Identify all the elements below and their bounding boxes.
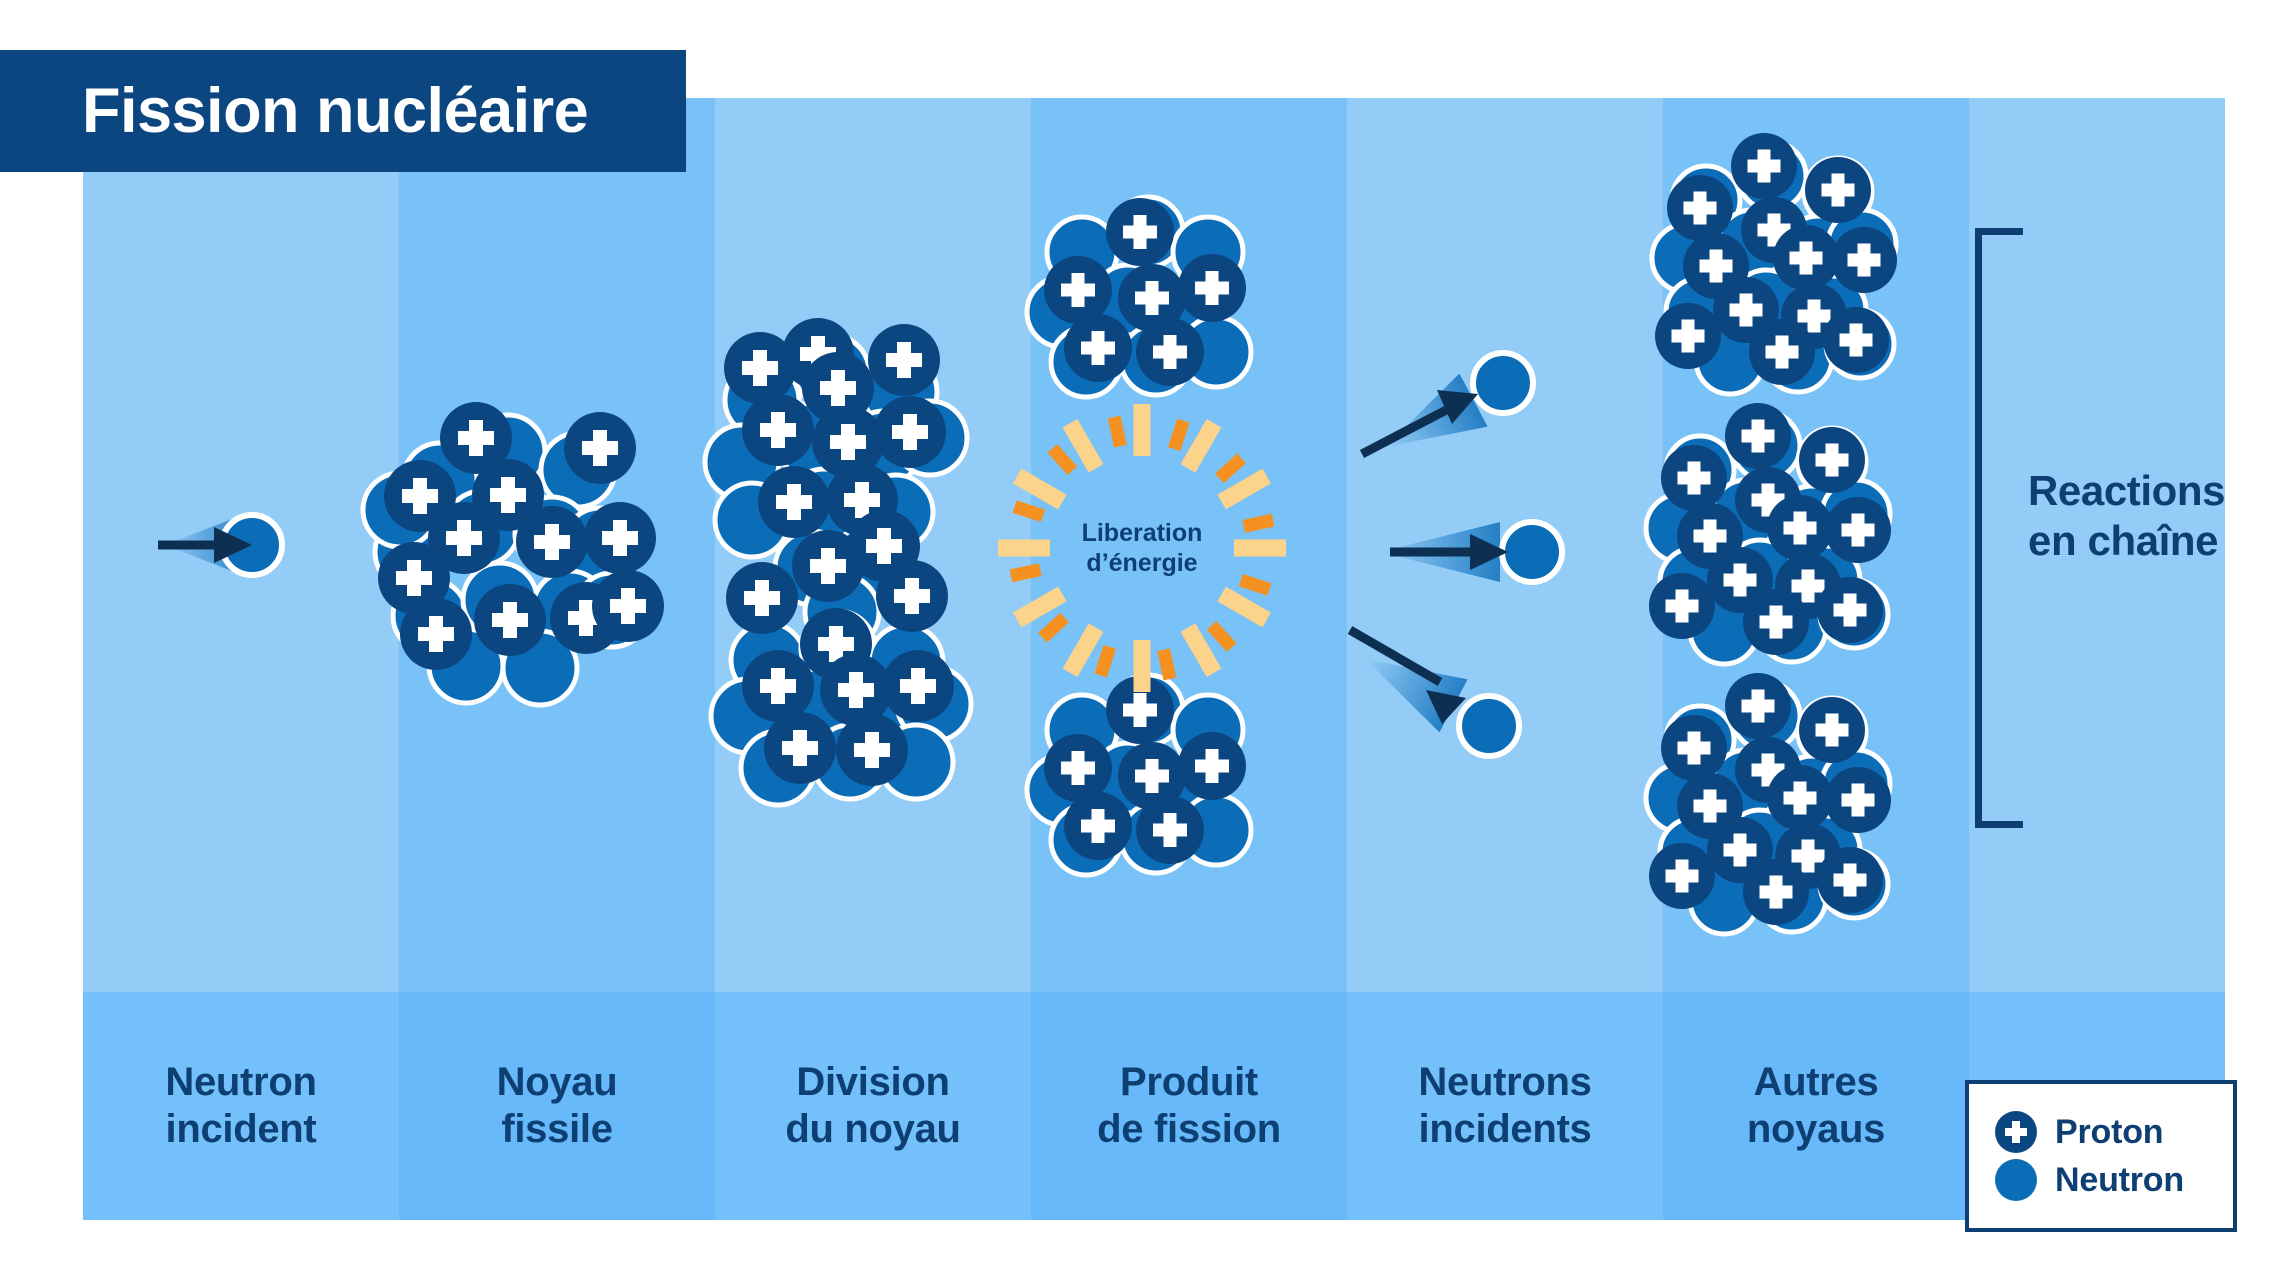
stage-label-text: Neutron incident <box>165 1059 317 1151</box>
legend-label: Neutron <box>2055 1160 2184 1199</box>
stage-label-produit-fission: Produit de fission <box>1031 992 1347 1220</box>
stage-label-division-noyau: Division du noyau <box>715 992 1031 1220</box>
legend-item-proton: Proton <box>1995 1111 2233 1153</box>
proton-circle-icon <box>1995 1111 2037 1153</box>
stage-label-text: Produit de fission <box>1097 1059 1281 1151</box>
band-1 <box>83 98 399 992</box>
neutron-circle-icon <box>1995 1159 2037 1201</box>
title-banner: Fission nucléaire <box>0 50 686 172</box>
legend-label: Proton <box>2055 1112 2164 1151</box>
stage-label-text: Autres noyaus <box>1746 1059 1886 1151</box>
band-3 <box>715 98 1031 992</box>
energy-burst-label: Liberation d’énergie <box>1081 519 1203 577</box>
stage-label-text: Division du noyau <box>785 1059 961 1151</box>
energy-burst: Liberation d’énergie <box>1012 418 1272 678</box>
page-title: Fission nucléaire <box>82 76 589 146</box>
legend-item-neutron: Neutron <box>1995 1159 2233 1201</box>
band-2 <box>399 98 715 992</box>
stage-label-text: Noyau fissile <box>496 1059 618 1151</box>
stage-label-neutrons-incidents: Neutrons incidents <box>1347 992 1663 1220</box>
band-6 <box>1663 98 1969 992</box>
legend: Proton Neutron <box>1965 1080 2237 1232</box>
chain-reaction-label: Reactions en chaîne <box>2028 467 2226 565</box>
stage-label-noyau-fissile: Noyau fissile <box>399 992 715 1220</box>
chain-reaction-bracket <box>1975 228 2023 828</box>
stage-label-neutron-incident: Neutron incident <box>83 992 399 1220</box>
stage-label-autres-noyaus: Autres noyaus <box>1663 992 1969 1220</box>
band-5 <box>1347 98 1663 992</box>
stage-label-text: Neutrons incidents <box>1418 1059 1592 1151</box>
stage-labels-row: Neutron incident Noyau fissile Division … <box>83 992 2225 1220</box>
band-7 <box>1969 98 2225 992</box>
